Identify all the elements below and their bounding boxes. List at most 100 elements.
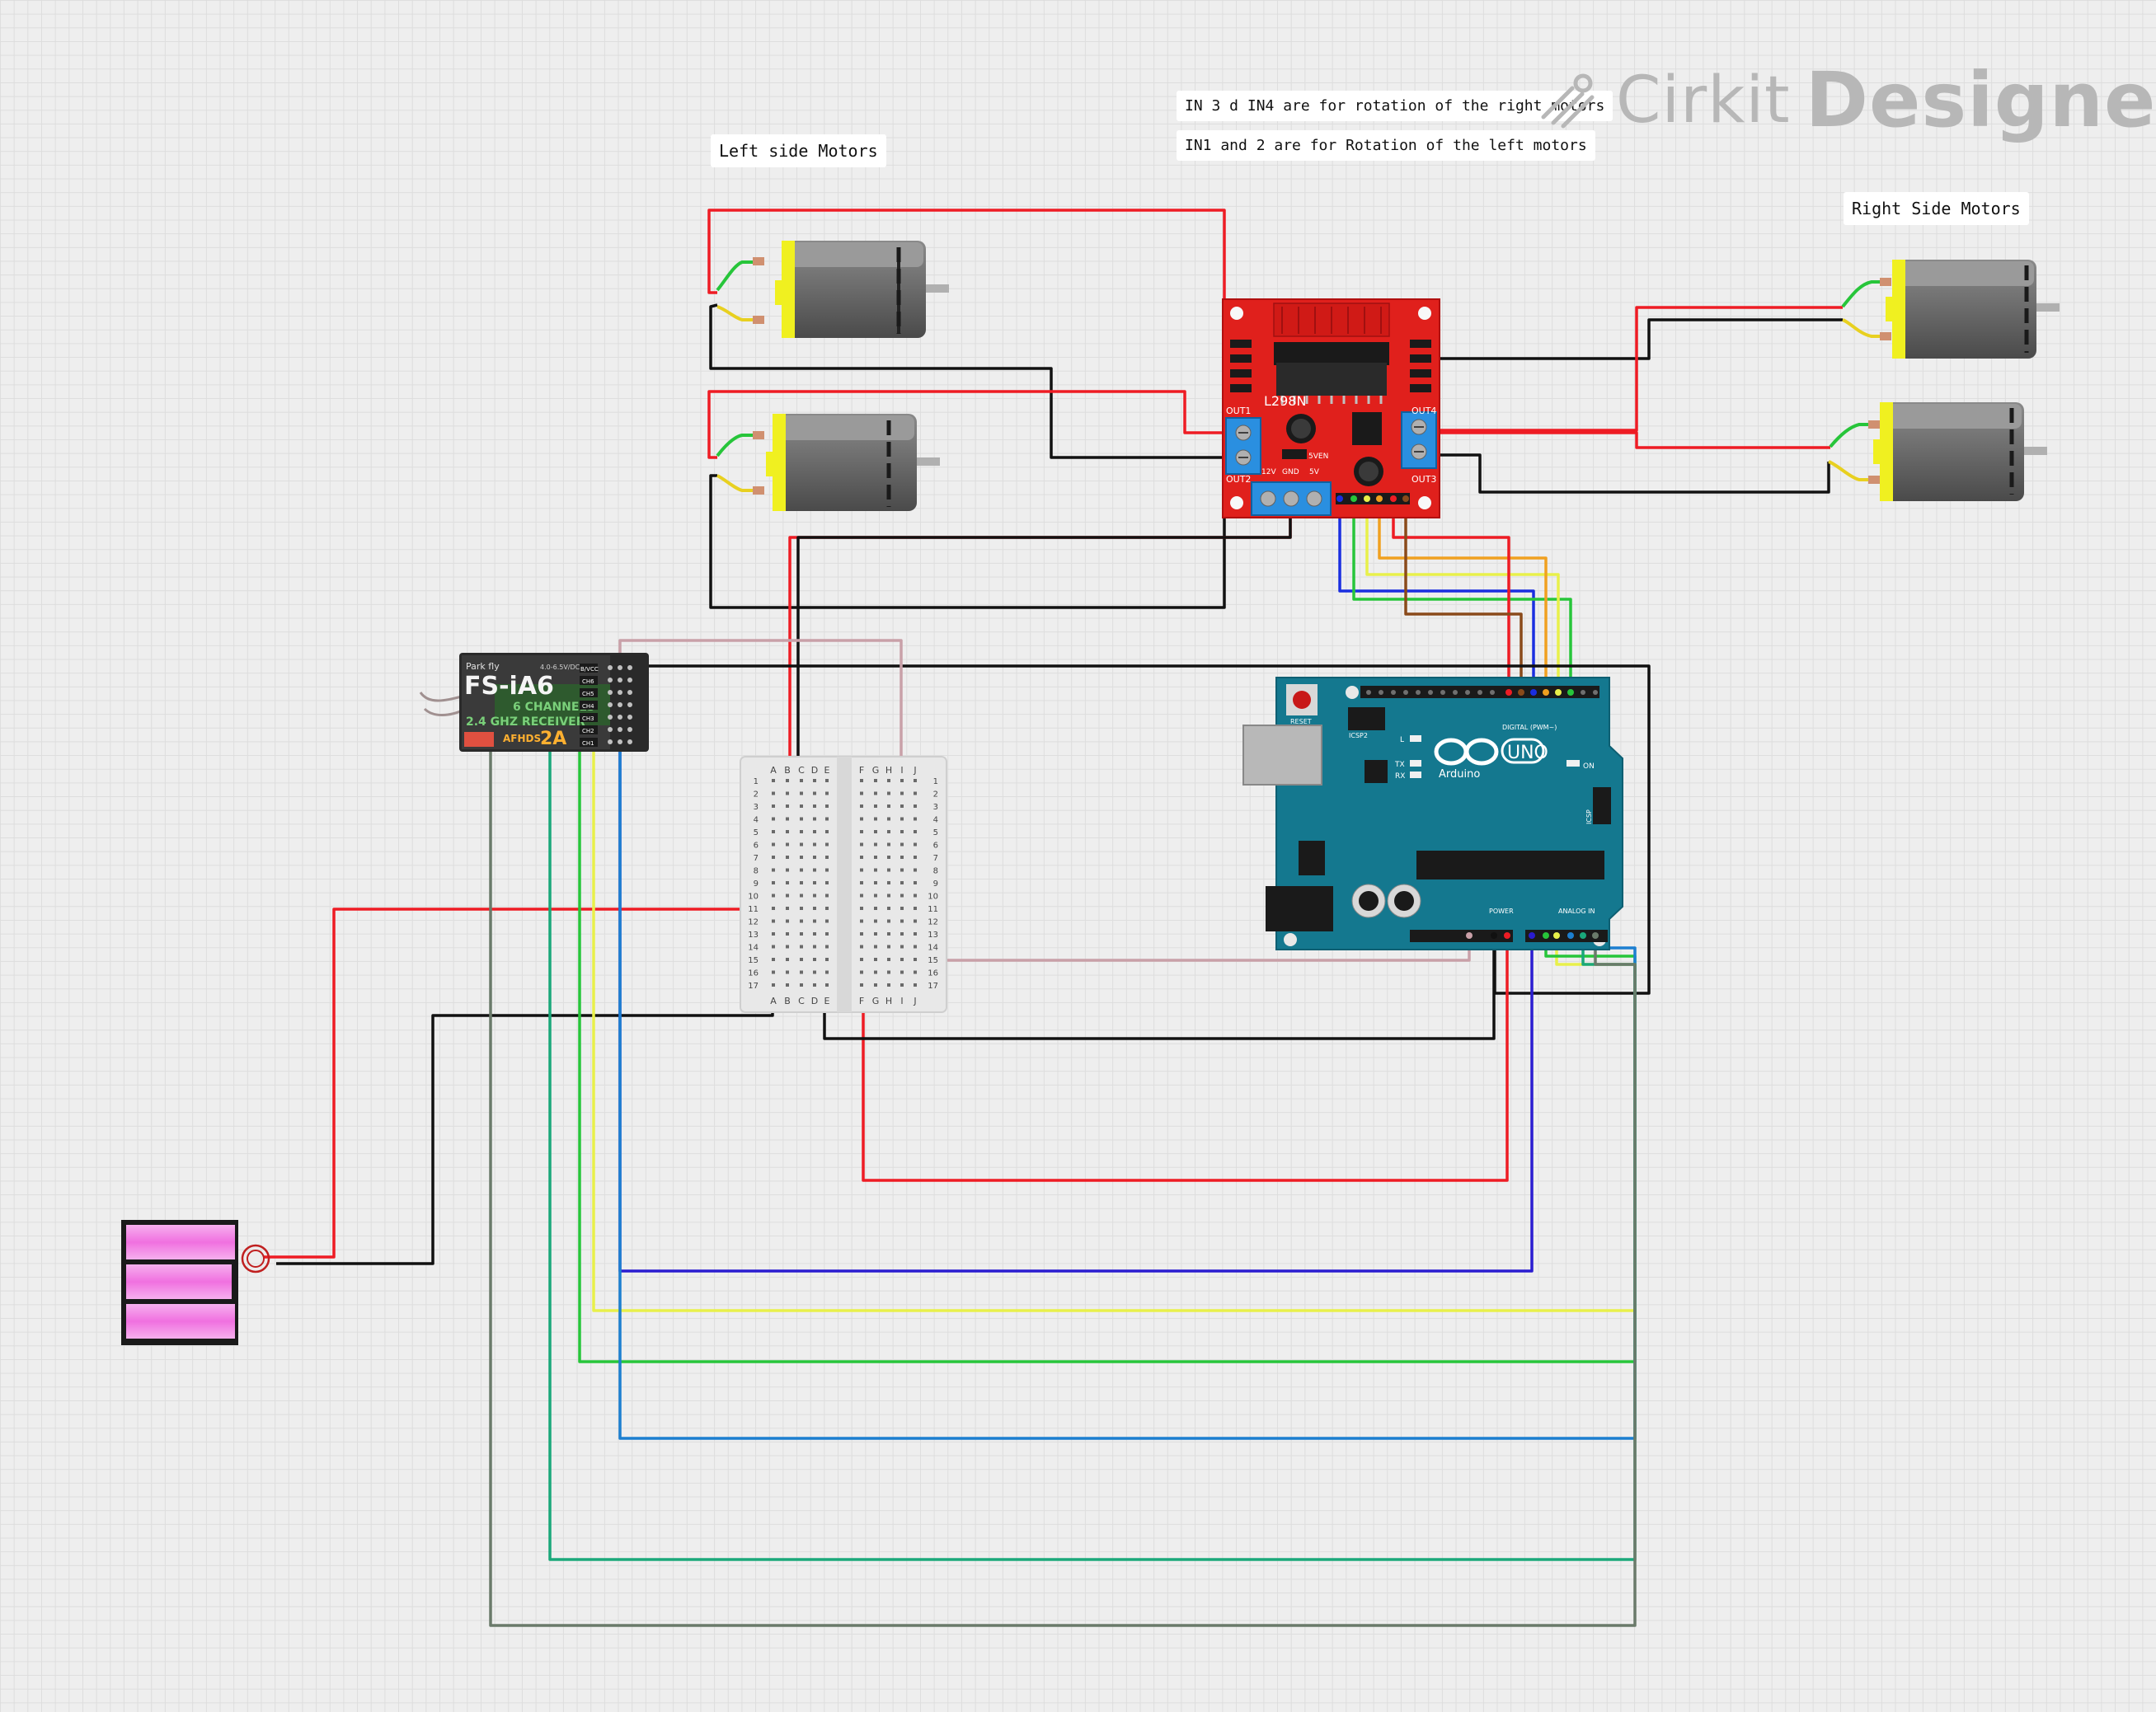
breadboard-hole[interactable] [786,983,789,987]
breadboard-hole[interactable] [900,779,904,782]
breadboard-hole[interactable] [914,919,917,923]
breadboard-hole[interactable] [825,881,829,884]
breadboard-hole[interactable] [825,791,829,795]
breadboard-hole[interactable] [813,932,816,936]
breadboard-hole[interactable] [825,983,829,987]
breadboard-hole[interactable] [887,856,890,859]
breadboard-hole[interactable] [825,830,829,833]
breadboard-hole[interactable] [874,856,877,859]
breadboard-hole[interactable] [860,856,863,859]
battery-pack[interactable] [121,1220,270,1345]
breadboard-hole[interactable] [825,958,829,961]
arduino-digital-pins-used[interactable] [1505,689,1574,696]
wire-black-right-motor-bottom[interactable] [1437,453,1830,494]
breadboard-hole[interactable] [800,830,803,833]
breadboard-hole[interactable] [900,817,904,821]
wire-black-right-motor-top[interactable] [1435,318,1843,429]
breadboard-hole[interactable] [786,842,789,847]
breadboard-hole[interactable] [914,830,917,833]
breadboard-hole[interactable] [825,932,829,936]
breadboard-hole[interactable] [887,894,890,898]
breadboard-hole[interactable] [786,779,789,782]
breadboard-hole[interactable] [900,919,904,923]
breadboard-hole[interactable] [887,907,890,910]
breadboard-hole[interactable] [800,907,803,910]
wire-black-left-motor-bottom[interactable] [709,467,1226,609]
wire-blue-in[interactable] [1338,503,1535,692]
breadboard-hole[interactable] [813,830,816,833]
breadboard-hole[interactable] [825,817,829,821]
breadboard-hole[interactable] [772,907,775,910]
breadboard-hole[interactable] [772,932,775,936]
breadboard-hole[interactable] [887,932,890,936]
breadboard-hole[interactable] [874,779,877,782]
breadboard-hole[interactable] [914,983,917,987]
breadboard-hole[interactable] [813,970,816,974]
breadboard-hole[interactable] [772,881,775,884]
breadboard-hole[interactable] [874,894,877,898]
breadboard-hole[interactable] [813,919,816,923]
breadboard-hole[interactable] [914,932,917,936]
breadboard-hole[interactable] [860,907,863,910]
breadboard-hole[interactable] [887,791,890,795]
wire-red-right-motor-top[interactable] [1437,306,1843,432]
breadboard-hole[interactable] [800,842,803,847]
breadboard-hole[interactable] [874,842,877,847]
breadboard-hole[interactable] [813,779,816,782]
breadboard-hole[interactable] [874,907,877,910]
breadboard-hole[interactable] [772,919,775,923]
breadboard-hole[interactable] [772,958,775,961]
breadboard-hole[interactable] [874,791,877,795]
breadboard-hole[interactable] [786,894,789,898]
breadboard-hole[interactable] [874,868,877,872]
breadboard-hole[interactable] [772,970,775,974]
breadboard-hole[interactable] [914,894,917,898]
breadboard-hole[interactable] [786,919,789,923]
breadboard-hole[interactable] [800,958,803,961]
breadboard-hole[interactable] [900,983,904,987]
breadboard-hole[interactable] [914,970,917,974]
breadboard-hole[interactable] [900,907,904,910]
breadboard-hole[interactable] [813,817,816,821]
breadboard-hole[interactable] [900,881,904,884]
breadboard-hole[interactable] [800,817,803,821]
breadboard-hole[interactable] [887,817,890,821]
breadboard-hole[interactable] [772,868,775,872]
breadboard-hole[interactable] [786,881,789,884]
breadboard-hole[interactable] [860,983,863,987]
breadboard-hole[interactable] [786,932,789,936]
breadboard-hole[interactable] [860,932,863,936]
breadboard-hole[interactable] [887,881,890,884]
breadboard-hole[interactable] [874,830,877,833]
breadboard-hole[interactable] [887,842,890,847]
breadboard-hole[interactable] [900,842,904,847]
breadboard-hole[interactable] [860,970,863,974]
breadboard-hole[interactable] [874,945,877,949]
wire-brown-in[interactable] [1404,503,1523,692]
breadboard-hole[interactable] [914,779,917,782]
wire-green-in[interactable] [1352,503,1572,692]
motor-left-top[interactable] [716,241,949,338]
breadboard-hole[interactable] [813,894,816,898]
wire-red-in[interactable] [1392,503,1510,692]
breadboard-hole[interactable] [874,804,877,808]
breadboard-hole[interactable] [800,945,803,949]
breadboard-hole[interactable] [860,894,863,898]
breadboard-hole[interactable] [900,932,904,936]
breadboard-hole[interactable] [825,868,829,872]
breadboard-hole[interactable] [800,983,803,987]
breadboard-hole[interactable] [887,779,890,782]
breadboard-hole[interactable] [813,945,816,949]
arduino-uno[interactable]: RESET ICSP2 DIGITAL (PWM~) UNO Arduino O… [1242,677,1623,950]
breadboard-hole[interactable] [887,983,890,987]
breadboard-hole[interactable] [887,970,890,974]
l298n-driver[interactable]: L298N 5VEN OUT1 OUT2 OUT4 OUT3 [1222,298,1440,518]
breadboard-hole[interactable] [786,830,789,833]
breadboard-hole[interactable] [914,791,917,795]
breadboard-hole[interactable] [825,842,829,847]
breadboard-hole[interactable] [887,830,890,833]
breadboard-hole[interactable] [900,945,904,949]
breadboard-hole[interactable] [772,804,775,808]
breadboard-hole[interactable] [914,856,917,859]
breadboard-hole[interactable] [860,958,863,961]
